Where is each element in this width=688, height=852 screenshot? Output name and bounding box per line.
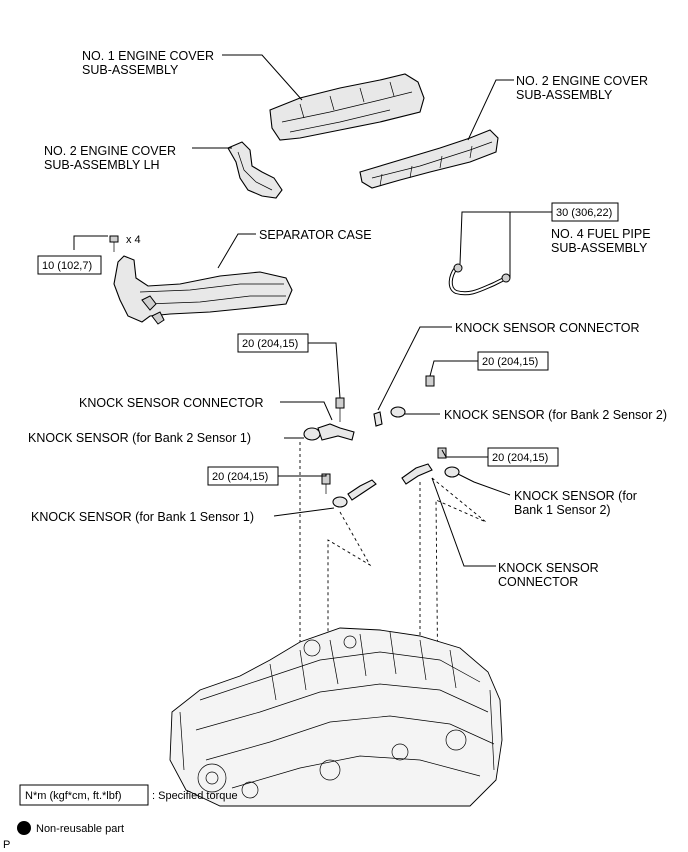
legend-unit-description: : Specified torque [152,790,238,802]
label-knock-connector-left: KNOCK SENSOR CONNECTOR [79,396,264,410]
label-no1-engine-cover-line2: SUB-ASSEMBLY [82,63,179,77]
label-no1-engine-cover-line1: NO. 1 ENGINE COVER [82,49,214,63]
label-no2-engine-cover-lh-line2: SUB-ASSEMBLY LH [44,158,160,172]
legend-unit-box-text: N*m (kgf*cm, ft.*lbf) [25,790,122,802]
label-no2-engine-cover-line1: NO. 2 ENGINE COVER [516,74,648,88]
engine-block [169,627,503,807]
label-bolt-quantity: x 4 [126,234,141,246]
label-separator-case: SEPARATOR CASE [259,228,372,242]
separator-case-part [113,255,293,325]
fuel-pipe-part [448,263,511,296]
corner-mark: P [3,839,10,851]
knock-sensor-b1s1-part [321,473,377,508]
no1-engine-cover-part [269,73,425,141]
torque-box-b2s2: 20 (204,15) [477,351,549,371]
label-knock-connector-bottom-line1: KNOCK SENSOR [498,561,599,575]
knock-sensor-b2s2-part [373,375,435,427]
torque-value-b1s1: 20 (204,15) [212,471,268,483]
label-knock-connector-top: KNOCK SENSOR CONNECTOR [455,321,640,335]
torque-value-b1s2: 20 (204,15) [492,452,548,464]
label-fuel-pipe-line2: SUB-ASSEMBLY [551,241,648,255]
label-knock-connector-bottom-line2: CONNECTOR [498,575,578,589]
torque-box-b1s1: 20 (204,15) [207,466,279,486]
label-no2-engine-cover-lh-line1: NO. 2 ENGINE COVER [44,144,176,158]
leader-lines [73,54,552,567]
legend: N*m (kgf*cm, ft.*lbf) : Specified torque… [17,784,238,835]
torque-value-b2s2: 20 (204,15) [482,356,538,368]
label-fuel-pipe-line1: NO. 4 FUEL PIPE [551,227,651,241]
label-knock-sensor-b1s2-line2: Bank 1 Sensor 2) [514,503,611,517]
no2-engine-cover-lh-part [227,141,283,199]
torque-box-b1s2: 20 (204,15) [487,447,559,467]
knock-sensor-b1s2-part [401,447,460,485]
no2-engine-cover-part [359,129,499,189]
label-knock-sensor-b2s1: KNOCK SENSOR (for Bank 2 Sensor 1) [28,431,251,445]
label-knock-sensor-b2s2: KNOCK SENSOR (for Bank 2 Sensor 2) [444,408,667,422]
torque-box-separator: 10 (102,7) [37,255,102,275]
label-knock-sensor-b1s2-line1: KNOCK SENSOR (for [514,489,637,503]
legend-nonreusable-text: Non-reusable part [36,823,124,835]
label-no2-engine-cover-line2: SUB-ASSEMBLY [516,88,613,102]
torque-value-separator: 10 (102,7) [42,260,92,272]
torque-box-b2s1: 20 (204,15) [237,333,309,353]
separator-bolt [109,235,119,252]
torque-box-fuel-pipe: 30 (306,22) [551,202,619,222]
label-knock-sensor-b1s1: KNOCK SENSOR (for Bank 1 Sensor 1) [31,510,254,524]
torque-value-b2s1: 20 (204,15) [242,338,298,350]
nonreusable-dot-icon [17,821,31,835]
knock-sensor-b2s1-part [303,397,355,441]
torque-value-fuel-pipe: 30 (306,22) [556,207,612,219]
